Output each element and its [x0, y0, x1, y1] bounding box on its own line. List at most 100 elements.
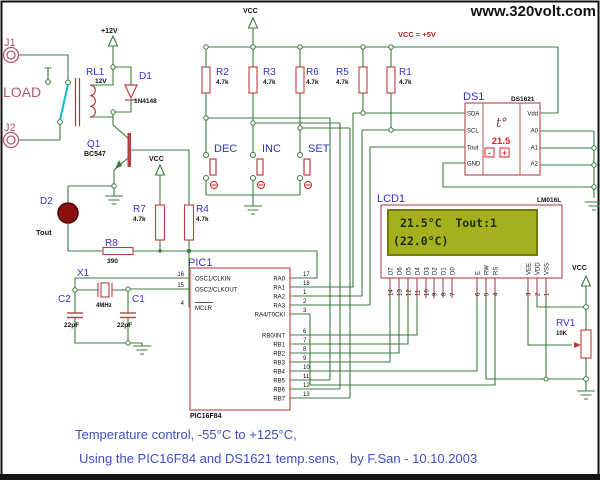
- vcc-label-top: VCC: [243, 8, 258, 15]
- svg-text:10: 10: [425, 289, 431, 296]
- rv1-value: 10K: [556, 331, 568, 337]
- svg-text:13: 13: [303, 392, 310, 398]
- r3-body: [248, 66, 258, 94]
- svg-text:D5: D5: [407, 267, 413, 275]
- svg-text:15: 15: [177, 283, 184, 289]
- svg-text:8: 8: [303, 347, 307, 353]
- ds1621-chip: [464, 102, 541, 176]
- rv1-pot: [574, 329, 592, 359]
- svg-text:11: 11: [303, 374, 310, 380]
- svg-text:14: 14: [389, 289, 395, 296]
- ds-minus: -: [488, 149, 491, 158]
- set-label: SET: [308, 143, 330, 155]
- rv1-ref: RV1: [556, 318, 576, 329]
- relay-symbol: [59, 78, 96, 126]
- ds-pin-vdd: Vdd: [527, 112, 538, 118]
- inc-label: INC: [262, 143, 281, 155]
- svg-text:9: 9: [433, 292, 439, 296]
- load-label: LOAD: [3, 84, 41, 100]
- d1-ref: D1: [139, 71, 152, 82]
- ds-pin-gnd: GND: [467, 162, 481, 168]
- power-arrows: [107, 16, 592, 287]
- svg-text:13: 13: [398, 289, 404, 296]
- pic-chip: [189, 267, 291, 411]
- svg-text:4: 4: [181, 301, 185, 307]
- svg-text:12: 12: [303, 383, 310, 389]
- plus12v-label: +12V: [101, 28, 118, 35]
- r6-value: 4.7k: [306, 79, 319, 86]
- svg-text:RA1: RA1: [273, 286, 285, 292]
- r8-body: [102, 246, 134, 256]
- ds-pin-tout: Tout: [467, 146, 479, 152]
- svg-text:RB4: RB4: [273, 370, 285, 376]
- svg-text:2: 2: [536, 292, 542, 296]
- r5-value: 4.7k: [336, 79, 349, 86]
- r2-value: 4.7k: [216, 79, 229, 86]
- r7-body: [154, 204, 166, 241]
- svg-text:RB5: RB5: [273, 379, 285, 385]
- ds1-ref: DS1: [463, 91, 484, 103]
- c2-value: 22pF: [64, 322, 79, 329]
- lcd-module: [380, 204, 563, 298]
- rl1-value: 12V: [95, 78, 107, 85]
- r2-body: [201, 66, 211, 94]
- crystal-symbol: [97, 282, 113, 298]
- svg-text:17: 17: [303, 272, 310, 278]
- ds-pin-a1: A1: [531, 146, 539, 152]
- ds-pin-a2: A2: [531, 162, 539, 168]
- svg-text:2: 2: [303, 299, 307, 305]
- r5-ref: R5: [336, 67, 349, 78]
- pic-pin-names: OSC1/CLKIN OSC2/CLKOUT MCLR RA0 RA1 RA2 …: [195, 277, 286, 403]
- svg-text:OSC2/CLKOUT: OSC2/CLKOUT: [195, 288, 238, 294]
- svg-text:VEE: VEE: [527, 263, 533, 275]
- vcc-label-mid: VCC: [149, 156, 164, 163]
- svg-text:RS: RS: [494, 267, 500, 275]
- dec-label: DEC: [214, 143, 237, 155]
- set-button-actuator: [303, 158, 311, 176]
- x1-value: 4MHz: [96, 303, 112, 309]
- capacitor-symbols: [67, 312, 136, 319]
- r3-ref: R3: [263, 67, 276, 78]
- svg-text:1: 1: [545, 292, 551, 296]
- svg-text:11: 11: [416, 289, 422, 296]
- ds-pin-a0: A0: [531, 129, 539, 135]
- r7-ref: R7: [133, 204, 146, 215]
- svg-text:RB2: RB2: [273, 352, 285, 358]
- r6-ref: R6: [306, 67, 319, 78]
- pot-wiper-arrow-icon: [574, 342, 581, 348]
- svg-text:4: 4: [494, 292, 500, 296]
- svg-text:1: 1: [303, 290, 307, 296]
- vcc-label-rv1: VCC: [572, 265, 587, 272]
- svg-text:3: 3: [303, 308, 307, 314]
- r1-ref: R1: [399, 67, 412, 78]
- d2-value: Tout: [36, 228, 52, 237]
- svg-text:D4: D4: [416, 267, 422, 275]
- d1-value: 1N4148: [134, 98, 157, 105]
- svg-text:6: 6: [476, 292, 482, 296]
- r4-ref: R4: [196, 204, 209, 215]
- vcc-note: VCC = +5V: [398, 30, 436, 39]
- svg-text:D1: D1: [442, 267, 448, 275]
- svg-text:12: 12: [407, 289, 413, 296]
- svg-text:10: 10: [303, 365, 310, 371]
- vcc-arrow-rv1-icon: [580, 274, 592, 287]
- junction-circles: [45, 44, 597, 382]
- resistor-bodies: [102, 66, 396, 256]
- relay-switch-blade: [59, 83, 69, 121]
- lcd-line1: 21.5°C Tout:1: [400, 216, 497, 230]
- svg-text:RB6: RB6: [273, 388, 285, 394]
- watermark: www.320volt.com: [470, 3, 596, 20]
- c2-ref: C2: [58, 294, 71, 305]
- svg-text:RA2: RA2: [273, 295, 285, 301]
- emitter-arrow-icon: [115, 160, 122, 169]
- plus12v-arrow-icon: [107, 34, 119, 47]
- rl1-ref: RL1: [86, 67, 105, 78]
- r8-ref: R8: [105, 238, 118, 249]
- svg-text:7: 7: [303, 338, 307, 344]
- svg-text:D6: D6: [398, 267, 404, 275]
- ds-display-value: 21.5: [492, 136, 511, 147]
- ds-pin-scl: SCL: [467, 129, 479, 135]
- ds-minus-box: [484, 147, 495, 158]
